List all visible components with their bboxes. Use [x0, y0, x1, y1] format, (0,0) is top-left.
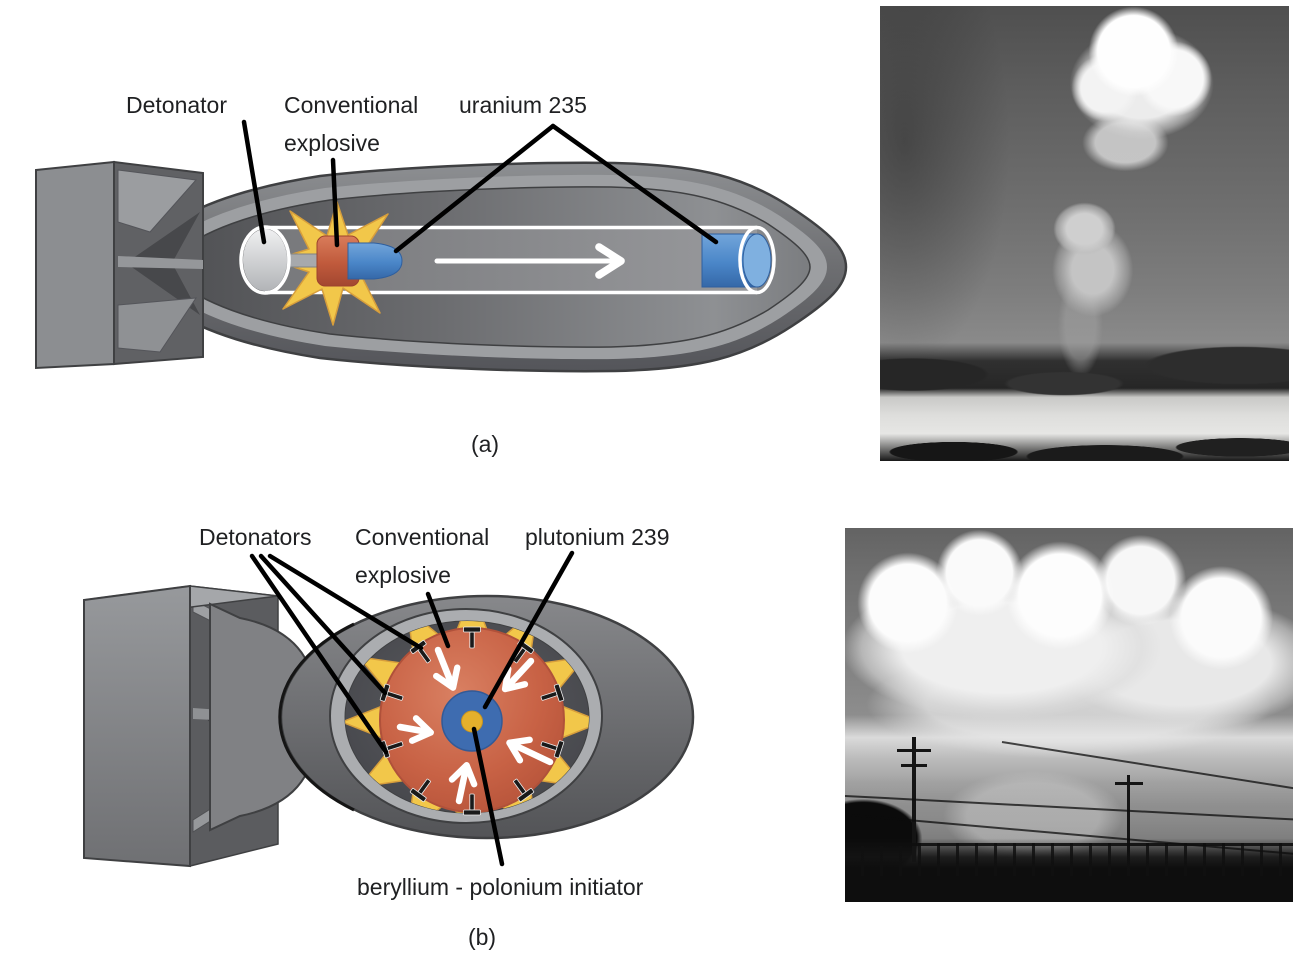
power-pole-crossarm [1115, 782, 1144, 786]
mushroom-cloud-photo-b [845, 528, 1293, 902]
bomb-b-tail-fins [83, 584, 320, 868]
bomb-diagram-gun-type [35, 119, 848, 373]
label-plutonium-239: plutonium 239 [525, 524, 670, 550]
detonator-component [243, 229, 287, 291]
leader-lines-a [241, 119, 719, 254]
casing-tail-junction-arc [278, 622, 355, 812]
bomb-diagram-implosion-type [83, 550, 695, 868]
label-conventional-explosive-a: Conventional explosive [284, 92, 419, 156]
uranium-target [701, 225, 776, 295]
label-detonators: Detonators [199, 524, 312, 550]
panel-b-tag: (b) [467, 924, 497, 950]
leader-lines-b [249, 550, 575, 867]
bomb-a-firing-assembly [239, 225, 403, 295]
label-beryllium-polonium-initiator: beryllium - polonium initiator [357, 874, 644, 900]
uranium-bullet [347, 242, 403, 280]
label-detonator: Detonator [126, 92, 228, 118]
power-pole-silhouette [1127, 774, 1131, 870]
label-uranium-235: uranium 235 [459, 92, 587, 118]
power-pole-crossarm [897, 748, 932, 752]
bomb-a-tail-fins [35, 160, 204, 370]
power-pole-crossarm [901, 763, 928, 767]
label-conventional-explosive-b: Conventional explosive [355, 524, 490, 588]
implosion-arrows [396, 646, 554, 805]
mushroom-cloud-photo-a [880, 6, 1289, 461]
panel-a-tag: (a) [470, 431, 500, 457]
beryllium-polonium-initiator [461, 710, 483, 733]
bridge-truss-silhouette [845, 843, 1293, 876]
power-line [1001, 741, 1293, 793]
